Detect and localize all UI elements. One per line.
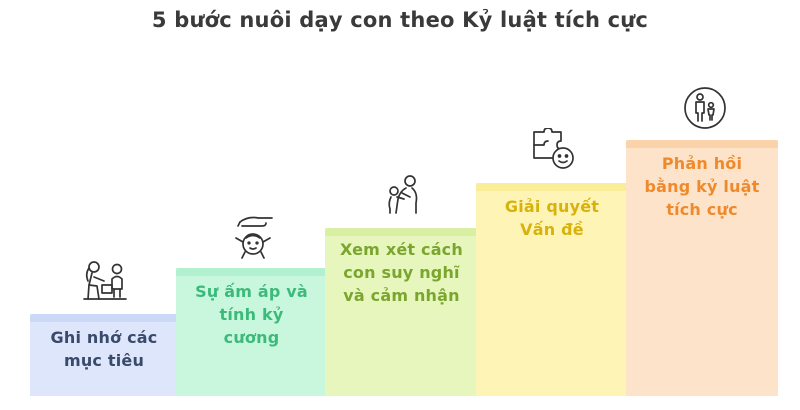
- step-4-label-line-2: Vấn đề: [520, 220, 584, 239]
- step-2-label-line-2: tính kỷ: [219, 305, 284, 324]
- step-4-block: Giải quyết Vấn đề: [476, 183, 628, 396]
- step-2-label: Sự ấm áp và tính kỷ cương: [176, 280, 327, 349]
- step-5-label-line-2: bằng kỷ luật: [644, 177, 760, 196]
- step-1-label: Ghi nhớ các mục tiêu: [30, 326, 178, 372]
- step-2-label-line-1: Sự ấm áp và: [195, 282, 308, 301]
- step-5-label-line-1: Phản hồi: [661, 154, 743, 173]
- step-2-block: Sự ấm áp và tính kỷ cương: [176, 268, 327, 396]
- step-1-top-edge: [30, 314, 178, 322]
- step-4-label-line-1: Giải quyết: [504, 197, 600, 216]
- step-1-block: Ghi nhớ các mục tiêu: [30, 314, 178, 396]
- step-5-block: Phản hồi bằng kỷ luật tích cực: [626, 140, 778, 396]
- parent-hugging-child-icon: [382, 173, 428, 217]
- step-3-top-edge: [325, 228, 478, 236]
- step-3-label: Xem xét cách con suy nghĩ và cảm nhận: [325, 238, 478, 307]
- step-3-label-line-1: Xem xét cách: [340, 240, 463, 259]
- step-1-label-line-2: mục tiêu: [63, 351, 145, 370]
- step-1-label-line-1: Ghi nhớ các: [50, 328, 158, 347]
- step-5-top-edge: [626, 140, 778, 148]
- step-4-label: Giải quyết Vấn đề: [476, 195, 628, 241]
- step-3-label-line-2: con suy nghĩ: [343, 263, 460, 282]
- step-5-label-line-3: tích cực: [666, 200, 738, 219]
- hand-caring-child-icon: [228, 214, 276, 260]
- parent-with-child-circle-icon: [683, 86, 727, 130]
- step-2-label-line-3: cương: [223, 328, 280, 347]
- step-2-top-edge: [176, 268, 327, 276]
- step-5-label: Phản hồi bằng kỷ luật tích cực: [626, 152, 778, 221]
- step-3-label-line-3: và cảm nhận: [343, 286, 460, 305]
- step-4-top-edge: [476, 183, 628, 191]
- diagram-title: 5 bước nuôi dạy con theo Kỷ luật tích cự…: [151, 8, 649, 32]
- parent-child-playing-icon: [82, 259, 128, 303]
- puzzle-face-icon: [531, 128, 579, 174]
- step-3-block: Xem xét cách con suy nghĩ và cảm nhận: [325, 228, 478, 396]
